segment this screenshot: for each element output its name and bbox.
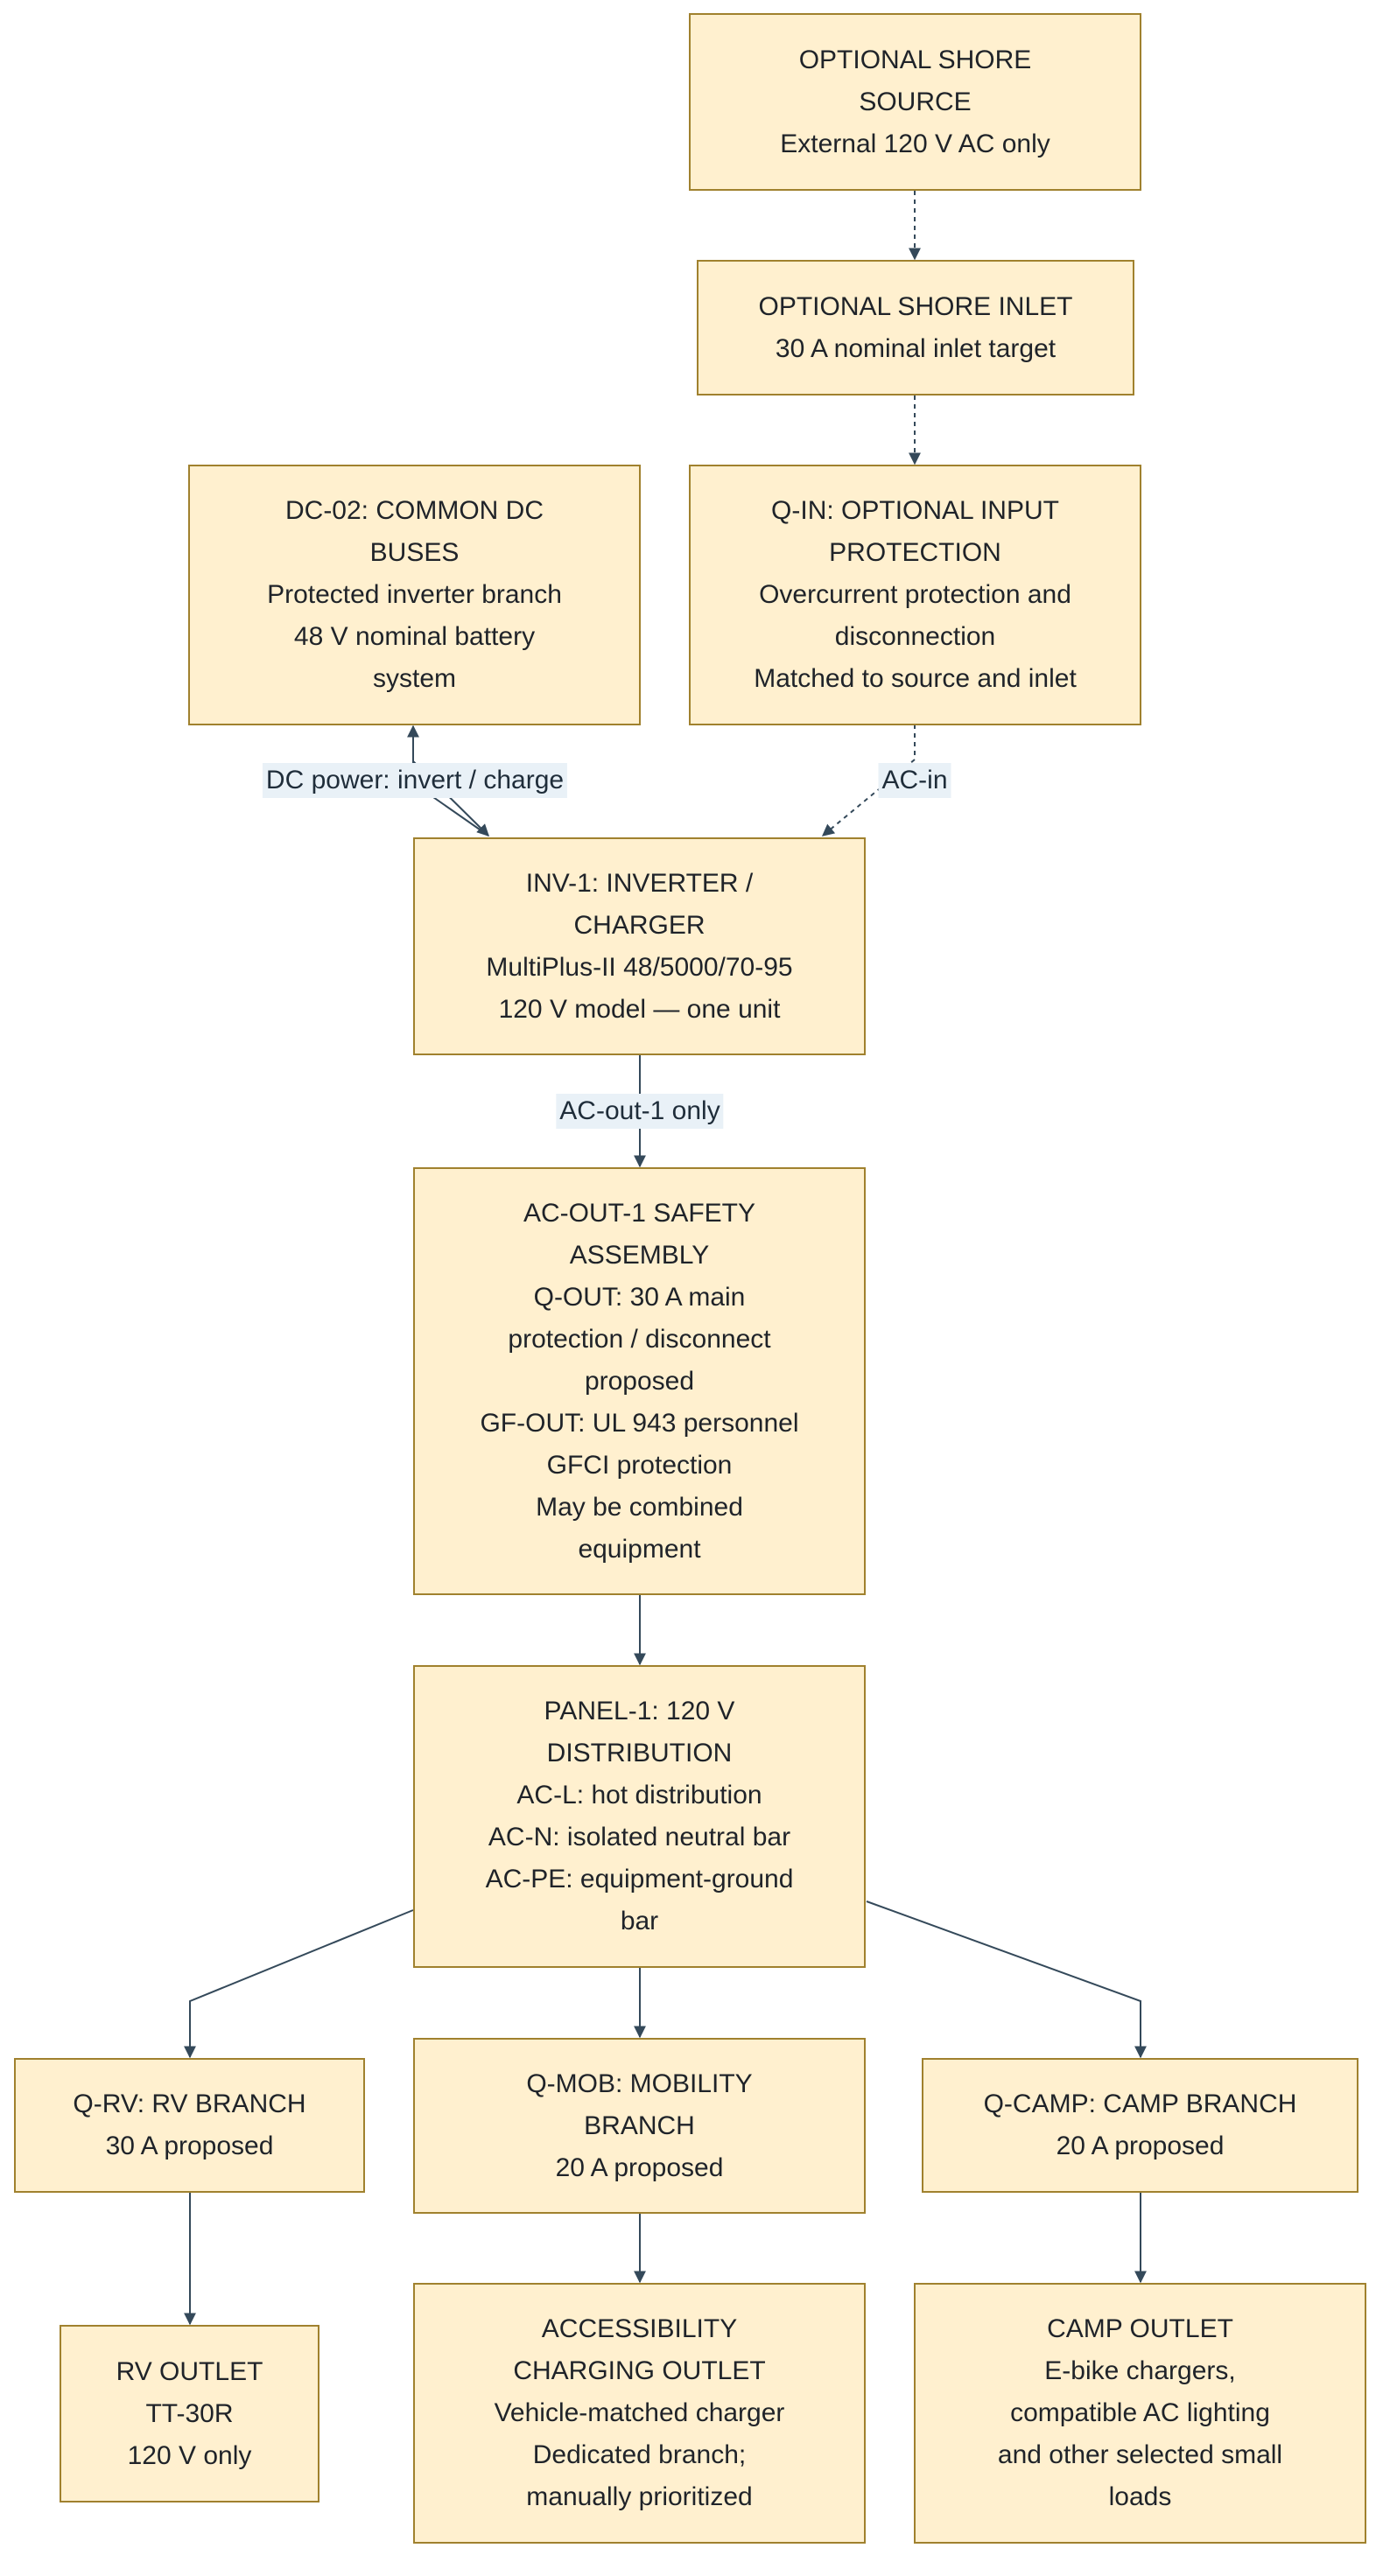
node-text-line: PROTECTION [829,538,1001,567]
node-text-line: CHARGER [573,910,706,940]
node-panel: PANEL-1: 120 V DISTRIBUTION AC-L: hot dist… [413,1665,866,1968]
node-text-line: Q-RV: RV BRANCH [73,2090,306,2118]
node-text-line: DC-02: COMMON DC [284,496,544,525]
node-text-line: AC-N: isolated neutral bar [488,1823,791,1852]
node-text-line: and other selected small [997,2440,1283,2469]
node-text-line: INV-1: INVERTER / [525,868,754,898]
node-text-line: 20 A proposed [555,2152,724,2182]
node-text-line: equipment [578,1534,701,1564]
node-text-line: Matched to source and inlet [754,664,1077,693]
node-text-line: AC-OUT-1 SAFETY [523,1198,756,1228]
node-text-line: OPTIONAL SHORE INLET [758,291,1073,321]
node-text-line: May be combined [536,1492,743,1522]
node-text-line: 120 V model — one unit [498,994,781,1024]
node-text-line: Protected inverter branch [267,580,562,609]
node-text-line: Q-OUT: 30 A main [533,1282,746,1312]
node-text-line: SOURCE [859,87,972,116]
node-text-line: External 120 V AC only [780,129,1050,158]
node-text-line: AC-PE: equipment-ground [485,1865,794,1894]
node-accessibility-outlet: ACCESSIBILITY CHARGING OUTLET Vehicle-matc… [413,2283,866,2544]
node-text-line: CHARGING OUTLET [513,2356,766,2385]
node-text-line: CAMP OUTLET [1047,2314,1233,2343]
node-text-line: bar [620,1907,659,1936]
node-text-line: PANEL-1: 120 V [544,1697,735,1726]
node-text-line: Dedicated branch; [532,2440,747,2469]
node-text-line: GFCI protection [546,1450,733,1480]
node-input-protection: Q-IN: OPTIONAL INPUT PROTECTION Overcurren… [689,465,1141,725]
edge-panel-to-rv-branch [184,1909,414,2059]
node-text-line: system [372,664,456,693]
node-text-line: BUSES [369,538,460,567]
node-text-line: proposed [584,1366,695,1396]
node-mobility-branch: Q-MOB: MOBILITY BRANCH 20 A proposed [413,2038,866,2214]
node-shore-source: OPTIONAL SHORE SOURCE External 120 V AC on… [689,13,1141,191]
node-shore-inlet: OPTIONAL SHORE INLET 30 A nominal inlet t… [697,260,1134,396]
node-text-line: ASSEMBLY [569,1240,710,1270]
node-text-line: Q-CAMP: CAMP BRANCH [983,2090,1297,2118]
node-inverter: INV-1: INVERTER / CHARGER MultiPlus-II 48/… [413,837,866,1055]
node-text-line: 30 A nominal inlet target [775,333,1057,363]
node-dc-buses: DC-02: COMMON DC BUSES Protected inverter … [188,465,641,725]
edge-panel-to-camp-branch [866,1900,1147,2059]
node-camp-branch: Q-CAMP: CAMP BRANCH 20 A proposed [922,2058,1358,2193]
node-text-line: loads [1108,2482,1172,2511]
node-text-line: manually prioritized [526,2482,753,2511]
node-text-line: BRANCH [584,2110,695,2140]
node-text-line: compatible AC lighting [1010,2398,1270,2427]
node-camp-outlet: CAMP OUTLET E-bike chargers, compatible AC… [914,2283,1366,2544]
edge-label-ac-in: AC-in [878,763,951,798]
node-text-line: protection / disconnect [508,1324,771,1354]
node-text-line: 120 V only [127,2440,252,2470]
node-text-line: GF-OUT: UL 943 personnel [480,1408,799,1438]
edge-label-ac-out-1: AC-out-1 only [556,1094,724,1129]
node-text-line: 20 A proposed [1056,2132,1225,2160]
node-text-line: Q-IN: OPTIONAL INPUT [771,496,1059,525]
node-rv-outlet: RV OUTLET TT-30R 120 V only [60,2325,319,2502]
edge-input-protection-to-inverter [821,724,916,836]
node-text-line: E-bike chargers, [1044,2356,1236,2385]
node-text-line: ACCESSIBILITY [541,2314,738,2343]
node-text-line: TT-30R [145,2398,234,2428]
node-text-line: Overcurrent protection and [759,580,1071,609]
node-safety-assembly: AC-OUT-1 SAFETY ASSEMBLY Q-OUT: 30 A main p… [413,1167,866,1595]
node-text-line: AC-L: hot distribution [516,1781,762,1810]
node-text-line: Q-MOB: MOBILITY [526,2068,753,2098]
node-text-line: 48 V nominal battery [293,622,536,651]
node-text-line: DISTRIBUTION [546,1739,733,1768]
node-text-line: Vehicle-matched charger [494,2398,785,2427]
edge-label-dc-power: DC power: invert / charge [262,763,568,798]
node-text-line: MultiPlus-II 48/5000/70-95 [486,952,793,982]
node-rv-branch: Q-RV: RV BRANCH 30 A proposed [14,2058,365,2193]
node-text-line: 30 A proposed [105,2132,274,2160]
node-text-line: OPTIONAL SHORE [798,45,1032,74]
node-text-line: RV OUTLET [116,2356,263,2386]
node-text-line: disconnection [834,622,996,651]
